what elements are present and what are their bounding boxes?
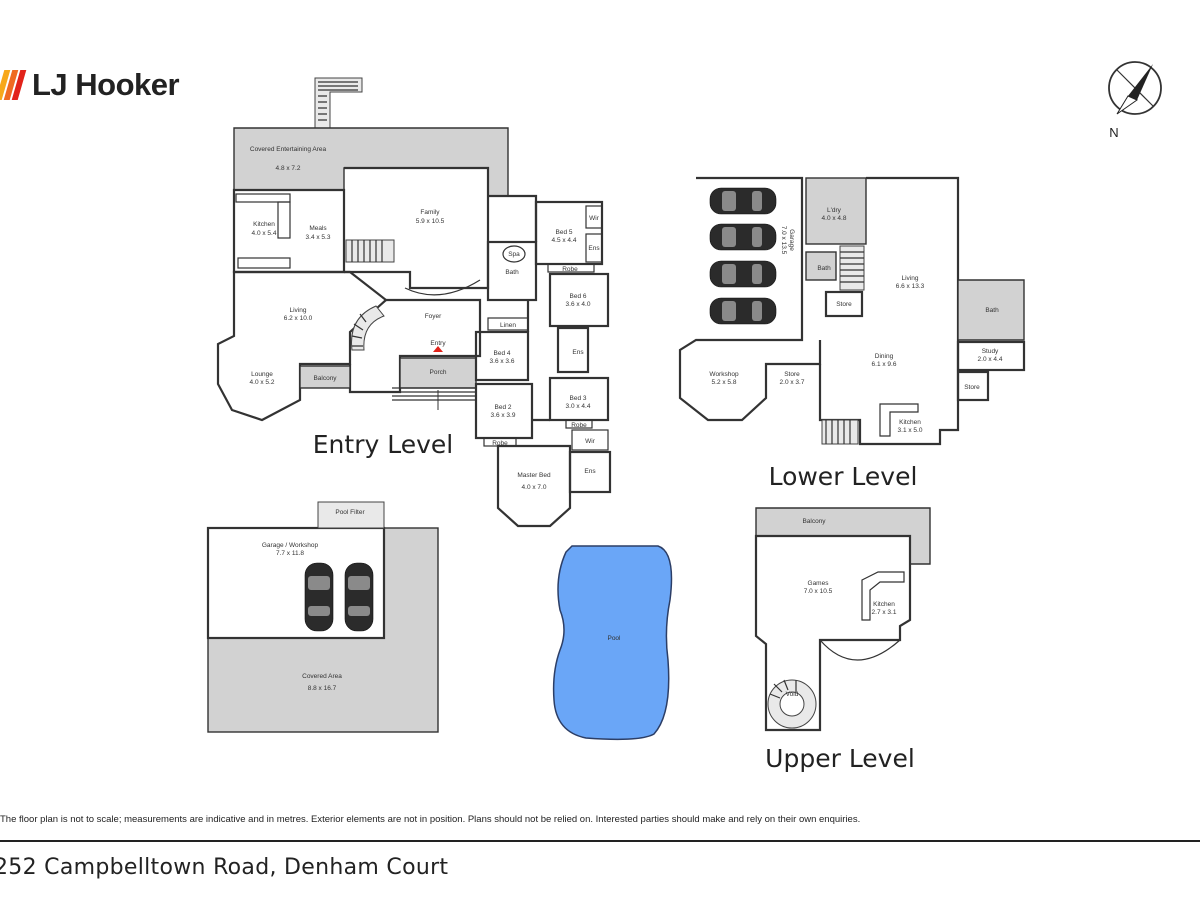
room-label: Covered Entertaining Area: [250, 146, 327, 153]
room-label: Living: [290, 307, 307, 314]
room-dims: 3.4 x 5.3: [306, 234, 331, 241]
room-dims: 3.6 x 3.9: [491, 412, 516, 419]
room-label: Linen: [500, 322, 516, 329]
room-label: Bed 3: [570, 395, 587, 402]
car-icon: [344, 562, 374, 632]
compass-icon: N: [1108, 61, 1162, 140]
room-label: Bed 2: [495, 404, 512, 411]
room-label: Kitchen: [873, 601, 895, 608]
room-dims: 2.7 x 3.1: [872, 609, 897, 616]
room-label: Bath: [985, 307, 999, 314]
room-label: Porch: [430, 369, 447, 376]
room-dims: 3.0 x 4.4: [566, 403, 591, 410]
room-label: Void: [786, 691, 799, 698]
room-dims: 4.0 x 7.0: [522, 484, 547, 491]
level-title-lower: Lower Level: [769, 462, 918, 491]
room-dims: 5.2 x 5.8: [712, 379, 737, 386]
level-title-entry: Entry Level: [313, 430, 453, 459]
brand-logo: LJ Hooker: [0, 67, 180, 102]
room-label: Foyer: [425, 313, 442, 320]
room-label: Bath: [505, 269, 519, 276]
room-dims: 7.0 x 13.5: [780, 226, 787, 255]
room-dims: 6.6 x 13.3: [896, 283, 925, 290]
room-label: Wir: [589, 215, 600, 222]
lower-level-plan: Garage 7.0 x 13.5 L'dry 4.0 x 4.8 Bath S…: [678, 176, 1026, 491]
room-label: Spa: [508, 251, 520, 258]
entry-level-plan: Covered Entertaining Area 4.8 x 7.2 Kitc…: [216, 77, 612, 528]
room-label: Living: [902, 275, 919, 282]
upper-level-plan: Balcony Games 7.0 x 10.5 Kitchen 2.7 x 3…: [754, 507, 931, 773]
room-dims: 2.0 x 4.4: [978, 356, 1003, 363]
room-label: Garage / Workshop: [262, 542, 319, 549]
car-icon: [709, 187, 777, 215]
room-dims: 3.6 x 4.0: [566, 301, 591, 308]
room-label: Master Bed: [517, 472, 551, 479]
brand-name: LJ Hooker: [32, 67, 180, 102]
room-dims: 8.8 x 16.7: [308, 685, 337, 692]
room-label: Ens: [584, 468, 596, 475]
pool-plan: Pool: [552, 545, 673, 741]
room-dims: 5.9 x 10.5: [416, 218, 445, 225]
room-label: Ens: [588, 245, 600, 252]
room-label: Pool: [607, 635, 621, 642]
room-label: Store: [784, 371, 800, 378]
room-label: Balcony: [313, 375, 337, 382]
room-label: Wir: [585, 438, 596, 445]
room-label: Robe: [562, 266, 578, 273]
room-label: Store: [964, 384, 980, 391]
car-icon: [709, 297, 777, 325]
room-label: Robe: [492, 440, 508, 447]
room-label: Kitchen: [899, 419, 921, 426]
room-label: Store: [836, 301, 852, 308]
room-label: Kitchen: [253, 221, 275, 228]
room-dims: 6.2 x 10.0: [284, 315, 313, 322]
room-dims: 6.1 x 9.6: [872, 361, 897, 368]
room-label: Family: [420, 209, 440, 216]
room-label: Bath: [817, 265, 831, 272]
room-label: Bed 4: [494, 350, 511, 357]
room-label: Meals: [309, 225, 327, 232]
room-label: Balcony: [802, 518, 826, 525]
room-dims: 7.7 x 11.8: [276, 550, 304, 557]
room-label: Games: [808, 580, 830, 587]
room-label: Workshop: [709, 371, 739, 378]
car-icon: [709, 223, 777, 251]
property-address: 252 Campbelltown Road, Denham Court: [0, 855, 449, 880]
room-label: Pool Filter: [335, 509, 365, 516]
room-dims: 7.0 x 10.5: [804, 588, 833, 595]
room-label: L'dry: [827, 207, 842, 214]
room-label: Garage: [788, 229, 795, 251]
room-dims: 4.8 x 7.2: [276, 165, 301, 172]
room-label: Entry: [430, 340, 446, 347]
room-dims: 4.0 x 5.2: [250, 379, 275, 386]
room-dims: 4.5 x 4.4: [552, 237, 577, 244]
room-label: Dining: [875, 353, 894, 360]
level-title-upper: Upper Level: [765, 744, 915, 773]
room-label: Ens: [572, 349, 584, 356]
room-label: Bed 6: [570, 293, 587, 300]
outbuilding-plan: Pool Filter Garage / Workshop 7.7 x 11.8…: [206, 501, 439, 733]
room-dims: 4.0 x 5.4: [252, 230, 277, 237]
room-label: Covered Area: [302, 673, 342, 680]
room-label: Study: [982, 348, 999, 355]
room-dims: 4.0 x 4.8: [822, 215, 847, 222]
room-label: Bed 5: [556, 229, 573, 236]
disclaimer-text: The floor plan is not to scale; measurem…: [0, 814, 861, 825]
room-dims: 3.6 x 3.6: [490, 358, 515, 365]
room-dims: 3.1 x 5.0: [898, 427, 923, 434]
compass-north-label: N: [1109, 125, 1118, 140]
car-icon: [304, 562, 334, 632]
room-label: Robe: [571, 422, 587, 429]
room-dims: 2.0 x 3.7: [780, 379, 805, 386]
car-icon: [709, 260, 777, 288]
room-label: Lounge: [251, 371, 273, 378]
divider: [0, 840, 1200, 842]
